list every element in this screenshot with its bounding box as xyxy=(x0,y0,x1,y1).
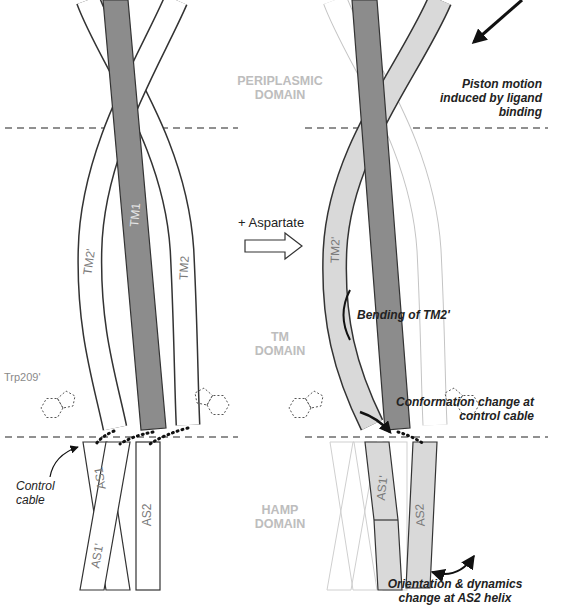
helix-label: AS1 xyxy=(92,466,109,491)
as2-helix xyxy=(406,442,437,588)
annotation: Piston motion induced by ligand binding xyxy=(422,78,542,119)
trp-ring xyxy=(195,388,229,415)
trp-ring xyxy=(289,391,323,418)
annotation: Bending of TM2' xyxy=(357,309,450,323)
helix-kink xyxy=(374,519,398,520)
callout-label: Control cable xyxy=(16,480,71,508)
ligand-label: + Aspartate xyxy=(238,216,304,231)
right-hamp xyxy=(365,442,437,590)
right-control-cable xyxy=(398,432,424,444)
ghost-hamp xyxy=(327,442,407,590)
conformation-arrow xyxy=(360,412,390,432)
left-control-cable xyxy=(96,428,188,444)
transition-arrow xyxy=(245,233,302,259)
as1-prime-bent-helix xyxy=(365,442,402,590)
tm1-helix xyxy=(103,0,166,430)
control-cable-link xyxy=(398,432,424,444)
as1-prime-helix xyxy=(80,442,130,590)
callout-arrow xyxy=(50,447,78,477)
helix-label: TM1 xyxy=(128,202,144,227)
helix-label: AS1' xyxy=(375,475,391,501)
trp-ring xyxy=(41,391,75,418)
as2-helix xyxy=(136,442,160,590)
control-cable-link xyxy=(120,432,153,444)
residue-label: Trp209' xyxy=(4,371,41,384)
left-hamp xyxy=(80,442,160,590)
helix-label: AS1' xyxy=(89,542,107,569)
tm1-helix xyxy=(352,0,410,430)
helix-label: TM2' xyxy=(81,248,98,276)
helix-label: AS2 xyxy=(414,503,429,526)
domain-label: TM DOMAIN xyxy=(250,330,310,359)
domain-label: HAMP DOMAIN xyxy=(250,503,310,532)
annotation: Conformation change at control cable xyxy=(392,396,534,424)
boundary-line xyxy=(5,436,238,437)
control-cable-link xyxy=(96,431,114,444)
rotation-arrow xyxy=(432,556,474,574)
boundary-line xyxy=(305,127,548,128)
helix-label: AS2 xyxy=(141,504,155,527)
control-cable-link xyxy=(150,428,188,444)
helix-label: TM2' xyxy=(329,237,344,264)
domain-label: PERIPLASMIC DOMAIN xyxy=(220,74,340,103)
helix-label: TM2 xyxy=(177,256,192,281)
piston-arrow xyxy=(474,0,522,42)
annotation: Orientation & dynamics change at AS2 hel… xyxy=(370,578,540,606)
boundary-line xyxy=(305,436,548,437)
bending-bracket xyxy=(344,290,351,340)
